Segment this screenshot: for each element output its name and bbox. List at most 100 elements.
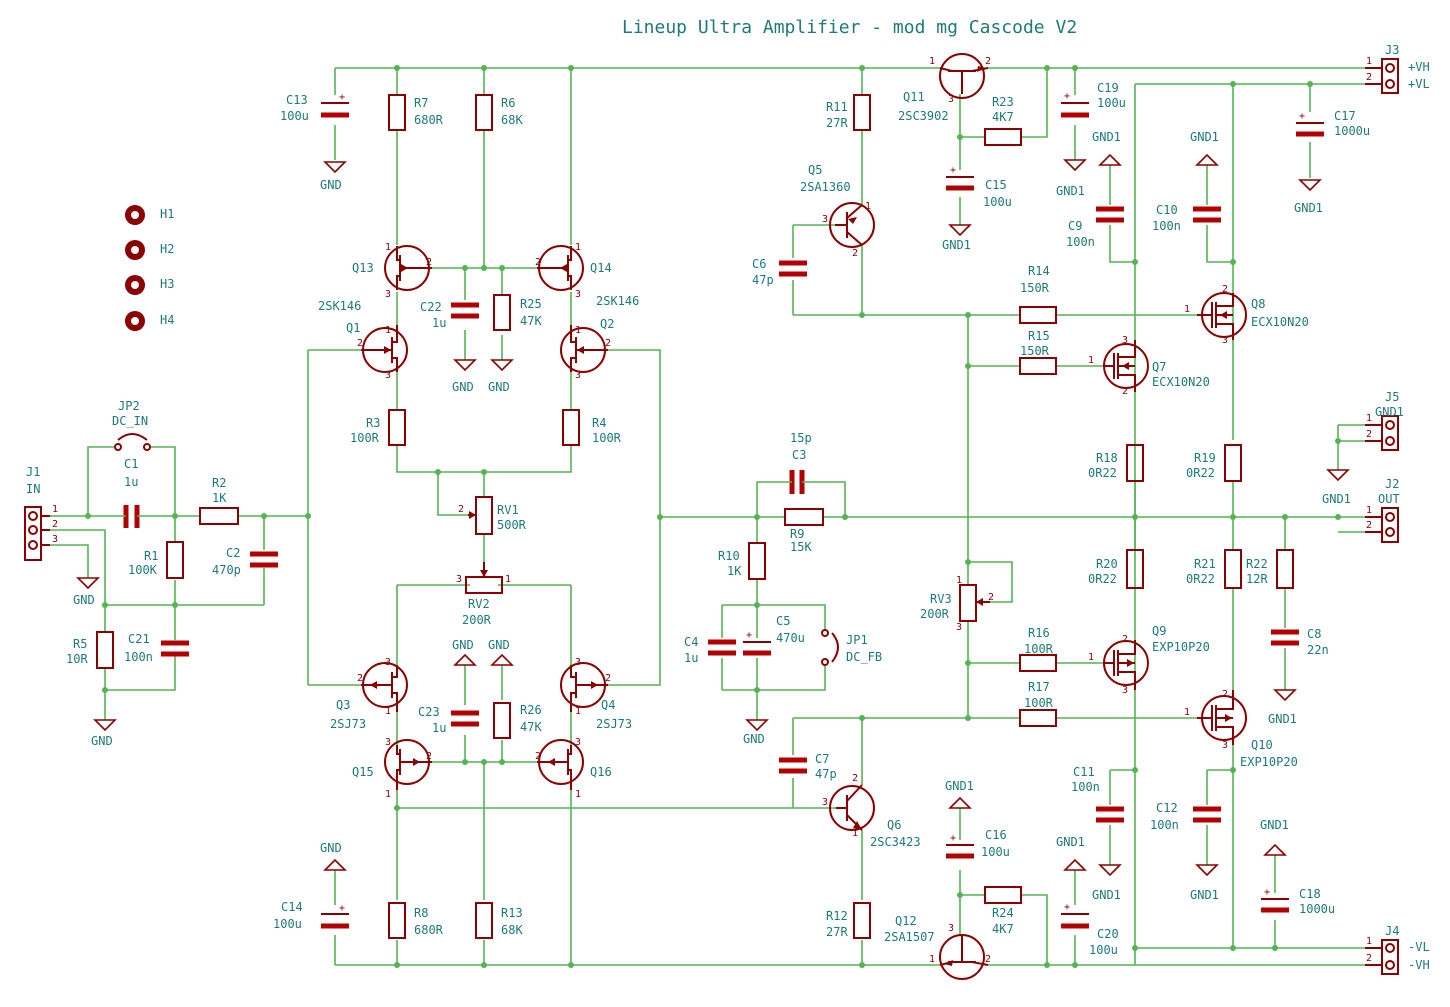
svg-text:2: 2 [1222, 284, 1228, 295]
label-ref: Q2 [600, 317, 614, 331]
svg-text:3: 3 [948, 94, 954, 105]
svg-text:+: + [950, 165, 956, 176]
transistor-q15: 321 Q15 [352, 737, 432, 800]
svg-text:1: 1 [1184, 304, 1190, 315]
svg-text:3: 3 [1222, 740, 1228, 751]
pin-number: 1 [1366, 505, 1372, 516]
net-label: +VL [1408, 77, 1430, 91]
label-value: 15K [790, 540, 812, 554]
gnd1-c8: GND1 [1268, 689, 1297, 726]
gnd-label: GND1 [1190, 888, 1219, 902]
gnd-label: GND1 [945, 779, 974, 793]
svg-text:3: 3 [956, 622, 962, 633]
svg-text:1: 1 [575, 706, 581, 717]
svg-text:1: 1 [385, 789, 391, 800]
label-ref: J5 [1385, 390, 1399, 404]
label-ref: C17 [1334, 109, 1356, 123]
label-value: 1K [212, 491, 227, 505]
gnd1-c16: GND1 [945, 779, 974, 809]
pin-number: 1 [1366, 56, 1372, 67]
label-ref: C11 [1073, 765, 1095, 779]
label-value: 10R [66, 652, 88, 666]
label-ref: Q3 [336, 698, 350, 712]
label-ref: R21 [1194, 557, 1216, 571]
label-value: 0R22 [1088, 466, 1117, 480]
label-ref: JP1 [846, 633, 868, 647]
label-value: 470u [776, 631, 805, 645]
label-value: 100u [981, 845, 1010, 859]
label-ref: JP2 [118, 399, 140, 413]
gnd-c23: GND [452, 638, 477, 666]
label-ref: Q11 [903, 90, 925, 104]
gnd-j1: GND [73, 577, 100, 607]
label-value: 100n [1152, 219, 1181, 233]
transistor-q2: 123 Q2 [560, 317, 614, 381]
label-ref: Q15 [352, 765, 374, 779]
label-ref: C1 [124, 457, 138, 471]
connector-j2: J2 OUT 1 2 [1365, 477, 1400, 543]
svg-text:+: + [950, 833, 956, 844]
gnd1-c11: GND1 [1092, 864, 1122, 902]
label-value: EXP10P20 [1152, 640, 1210, 654]
label-ref: R12 [826, 909, 848, 923]
pin-number: 2 [52, 519, 58, 530]
svg-text:2: 2 [357, 673, 363, 684]
svg-text:1: 1 [575, 325, 581, 336]
label-value: 1000u [1334, 124, 1370, 138]
label-value: 150R [1020, 281, 1050, 295]
svg-text:1: 1 [1184, 707, 1190, 718]
wires [50, 67, 1365, 966]
label-value: 100R [592, 431, 622, 445]
label-ref: C22 [420, 300, 442, 314]
ground-symbols: GND GND GND GND GND GND GND1 GND1 GND1 G… [73, 130, 1351, 902]
label-ref: Q5 [808, 163, 822, 177]
svg-text:3: 3 [456, 574, 462, 585]
svg-text:3: 3 [822, 797, 828, 808]
svg-text:1: 1 [385, 242, 391, 253]
label-ref: C14 [281, 900, 303, 914]
mounting-hole-h2: H2 [125, 240, 174, 260]
svg-text:1: 1 [575, 242, 581, 253]
gnd-label: GND [488, 380, 510, 394]
mounting-holes: H1 H2 H3 H4 [125, 205, 174, 331]
transistor-q10: 123 Q10 EXP10P20 [1184, 689, 1298, 769]
label-value: 100u [1089, 943, 1118, 957]
label-value: 2SC3423 [870, 835, 921, 849]
label-value: 100u [273, 917, 302, 931]
label-value: 150R [1020, 344, 1050, 358]
svg-text:3: 3 [1122, 335, 1128, 346]
label-value: 47p [815, 767, 837, 781]
svg-text:1: 1 [852, 828, 858, 839]
svg-text:3: 3 [1122, 685, 1128, 696]
gnd1-c20: GND1 [1056, 835, 1087, 871]
label-value: 47K [520, 720, 542, 734]
svg-text:2: 2 [535, 751, 541, 762]
label-value: 27R [826, 116, 848, 130]
label-ref: RV1 [497, 503, 519, 517]
label-value: 0R22 [1088, 572, 1117, 586]
label-value: 470p [212, 563, 241, 577]
label-ref: R7 [414, 96, 428, 110]
label-value: 68K [501, 923, 523, 937]
svg-text:3: 3 [575, 737, 581, 748]
net-label: -VL [1408, 940, 1430, 954]
svg-text:1: 1 [929, 954, 935, 965]
svg-text:1: 1 [575, 789, 581, 800]
